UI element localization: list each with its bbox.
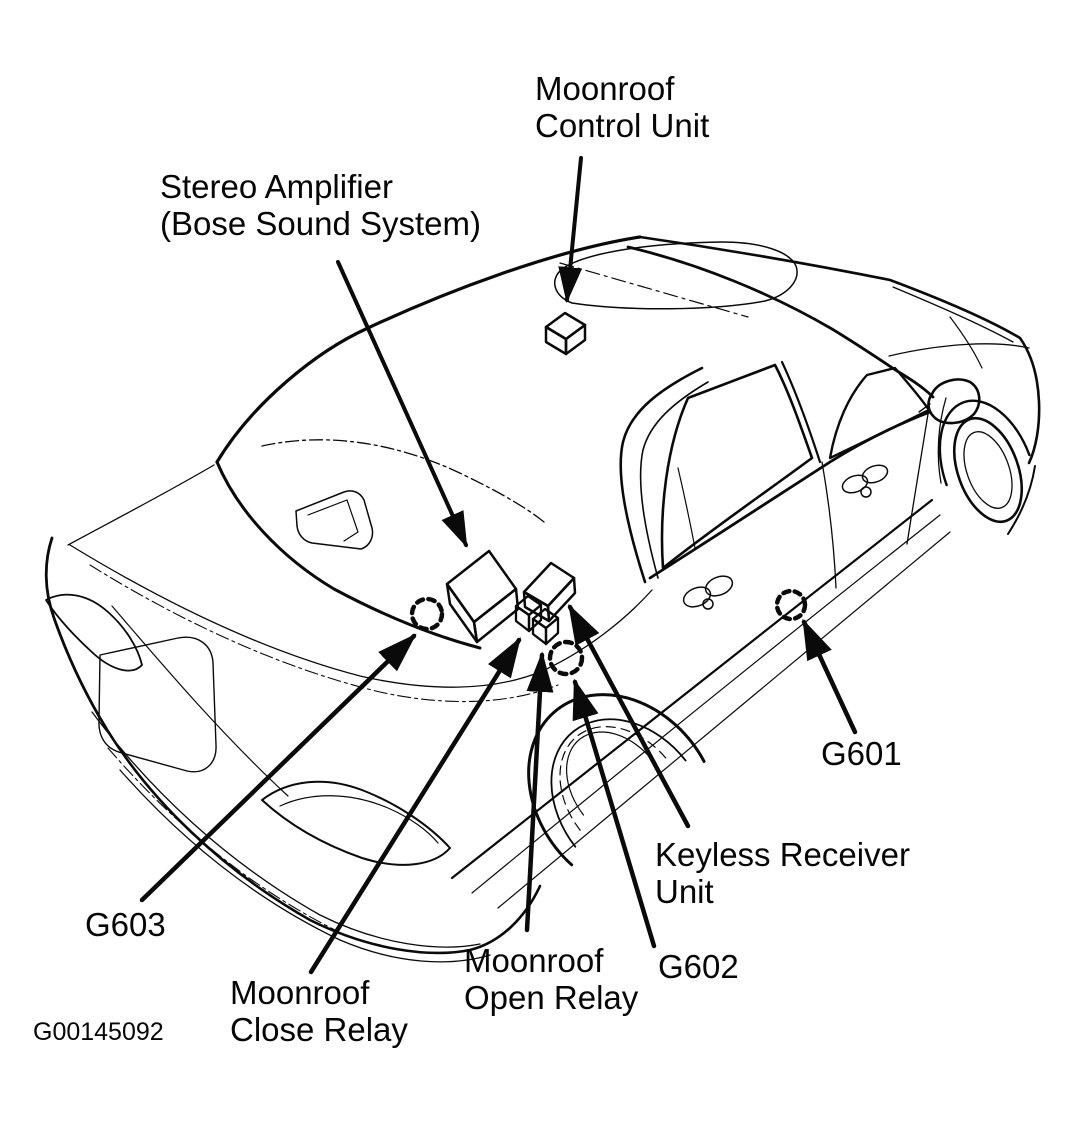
label-moonroof-open-relay: Moonroof Open Relay (464, 942, 638, 1016)
label-line: Keyless Receiver (655, 836, 910, 873)
ground-point-g602-circle (547, 639, 585, 677)
keyless-receiver-unit-box (522, 561, 577, 623)
label-line: G601 (821, 735, 902, 772)
label-g603: G603 (85, 906, 166, 943)
label-moonroof-close-relay: Moonroof Close Relay (230, 974, 408, 1048)
label-line: Close Relay (230, 1011, 408, 1048)
ground-point-g603-circle (409, 596, 445, 632)
label-line: Moonroof (230, 974, 370, 1011)
label-stereo-amplifier: Stereo Amplifier (Bose Sound System) (160, 168, 481, 242)
label-line: (Bose Sound System) (160, 205, 481, 242)
arrow-to-g602 (572, 678, 657, 949)
arrow-to-moonroof-control-unit (558, 156, 583, 304)
label-line: G603 (85, 906, 166, 943)
arrow-to-g603 (139, 633, 417, 903)
car-body-outline (44, 235, 1041, 963)
label-line: G602 (658, 948, 739, 985)
arrow-to-stereo-amplifier (336, 260, 468, 548)
arrow-to-keyless-receiver-unit (567, 603, 691, 829)
label-line: Moonroof (535, 70, 675, 107)
arrow-to-g601 (801, 618, 858, 735)
moonroof-control-unit-box (544, 311, 587, 356)
label-line: G00145092 (33, 1018, 164, 1046)
ground-point-g601-circle (774, 588, 808, 622)
label-keyless-receiver-unit: Keyless Receiver Unit (655, 836, 910, 910)
label-g601: G601 (821, 735, 902, 772)
arrow-to-moonroof-close-relay (308, 636, 522, 975)
figure-id: G00145092 (33, 1018, 164, 1046)
label-line: Moonroof (464, 942, 604, 979)
label-moonroof-control-unit: Moonroof Control Unit (535, 70, 709, 144)
stereo-amplifier-box (445, 549, 520, 644)
label-line: Control Unit (535, 107, 710, 144)
label-line: Unit (655, 873, 714, 910)
label-line: Stereo Amplifier (160, 168, 393, 205)
moonroof-open-relay-box (531, 607, 560, 646)
arrow-to-moonroof-open-relay (524, 651, 554, 933)
label-g602: G602 (658, 948, 739, 985)
label-line: Open Relay (464, 979, 639, 1016)
moonroof-close-relay-box (514, 594, 543, 633)
